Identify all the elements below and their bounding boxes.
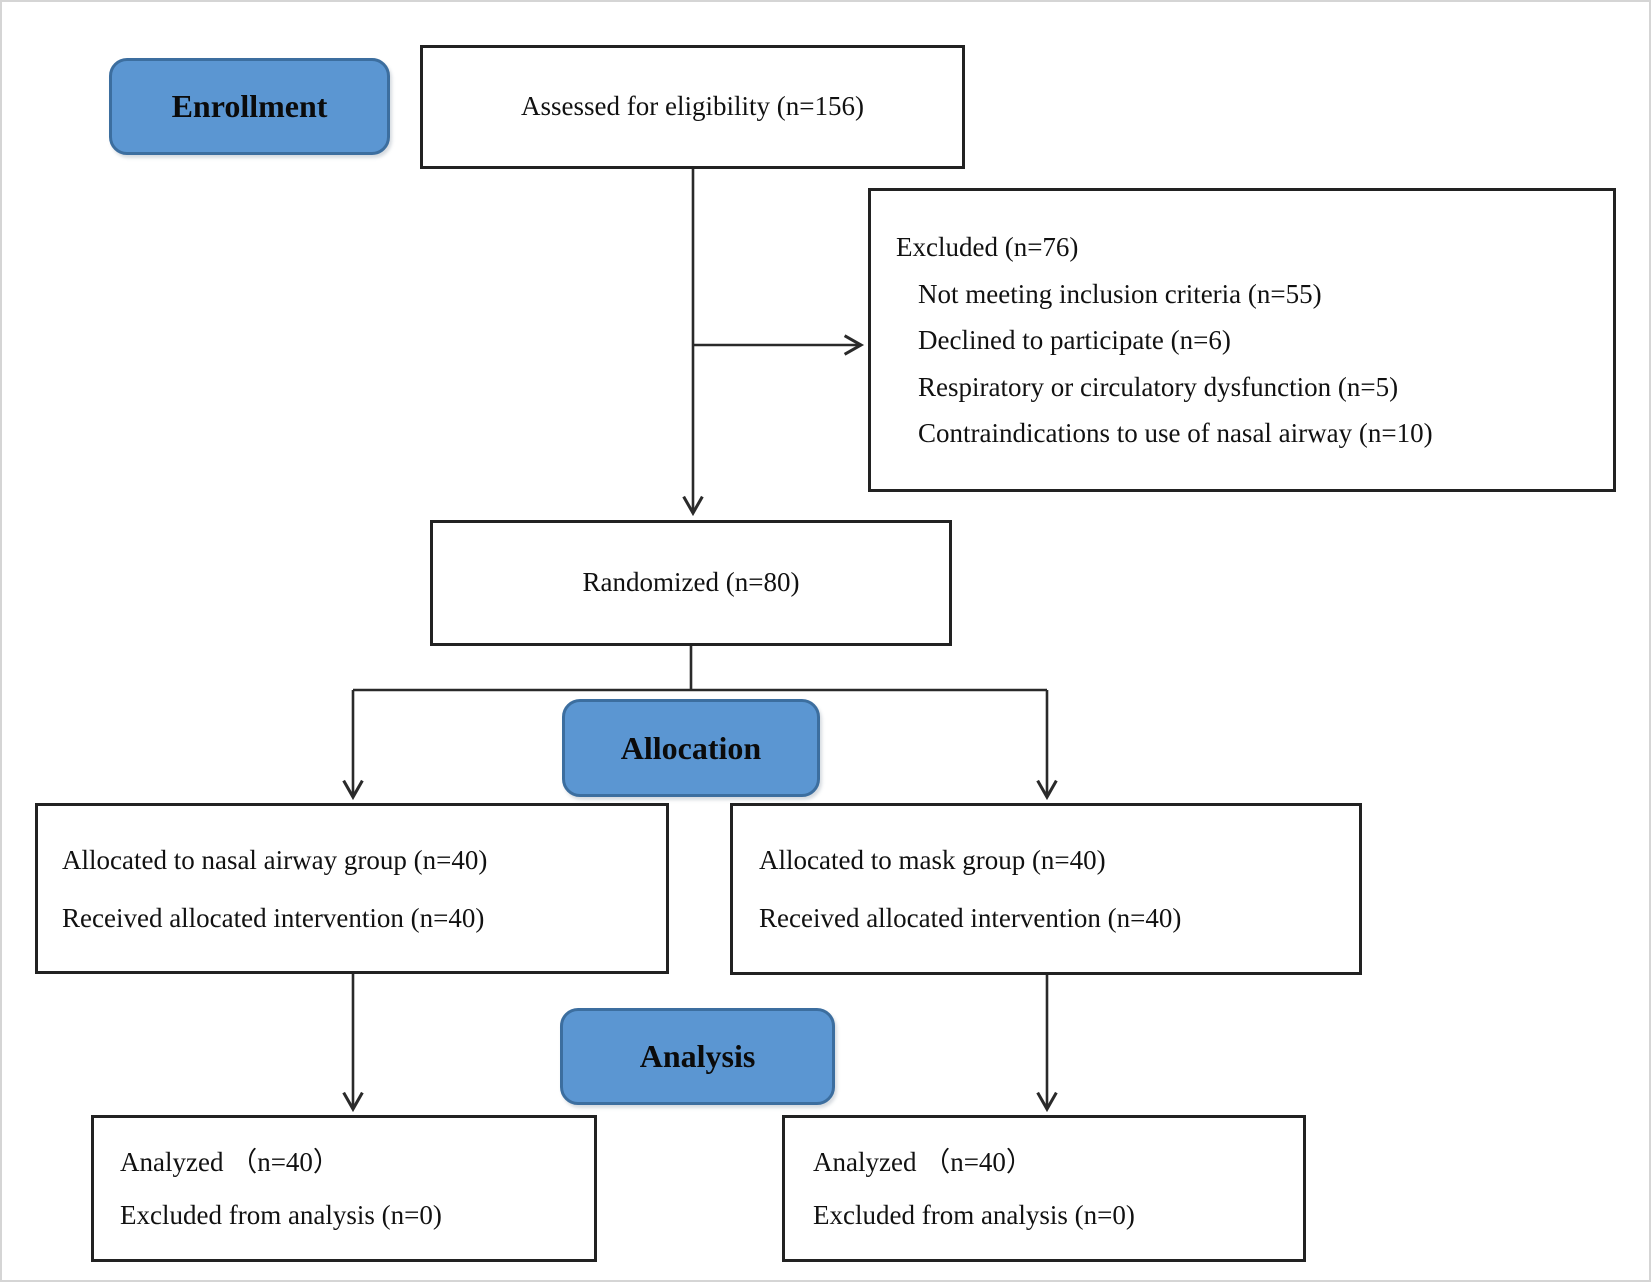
branch-line-randomized — [353, 646, 1047, 692]
analyzed-left-box: Analyzed （n=40） Excluded from analysis (… — [91, 1115, 597, 1262]
allocation-left-line: Allocated to nasal airway group (n=40) — [62, 844, 488, 875]
excluded-item: Declined to participate (n=6) — [918, 325, 1231, 355]
randomized-box: Randomized (n=80) — [430, 520, 952, 646]
excluded-title: Excluded (n=76) — [896, 232, 1079, 262]
randomized-text: Randomized (n=80) — [582, 567, 800, 598]
excluded-item: Not meeting inclusion criteria (n=55) — [918, 278, 1322, 309]
analyzed-right-line: Analyzed （n=40） — [813, 1146, 1033, 1177]
analyzed-right-line: Excluded from analysis (n=0) — [813, 1199, 1135, 1230]
assessed-box: Assessed for eligibility (n=156) — [420, 45, 965, 169]
allocation-left-line: Received allocated intervention (n=40) — [62, 902, 485, 933]
assessed-text: Assessed for eligibility (n=156) — [521, 91, 864, 122]
stage-label-enrollment: Enrollment — [109, 58, 390, 155]
allocation-right-line: Received allocated intervention (n=40) — [759, 903, 1182, 933]
analyzed-left-line: Analyzed （n=40） — [120, 1146, 340, 1177]
excluded-item: Respiratory or circulatory dysfunction (… — [918, 371, 1399, 402]
analyzed-right-box: Analyzed （n=40） Excluded from analysis (… — [782, 1115, 1306, 1262]
allocation-right-box: Allocated to mask group (n=40) Received … — [730, 803, 1362, 975]
stage-label-allocation: Allocation — [562, 699, 820, 797]
allocation-right-line: Allocated to mask group (n=40) — [759, 845, 1106, 875]
allocation-left-box: Allocated to nasal airway group (n=40) R… — [35, 803, 669, 974]
excluded-box: Excluded (n=76) Not meeting inclusion cr… — [868, 188, 1616, 492]
stage-label-analysis: Analysis — [560, 1008, 835, 1105]
analyzed-left-line: Excluded from analysis (n=0) — [120, 1199, 442, 1230]
excluded-item: Contraindications to use of nasal airway… — [918, 418, 1433, 448]
